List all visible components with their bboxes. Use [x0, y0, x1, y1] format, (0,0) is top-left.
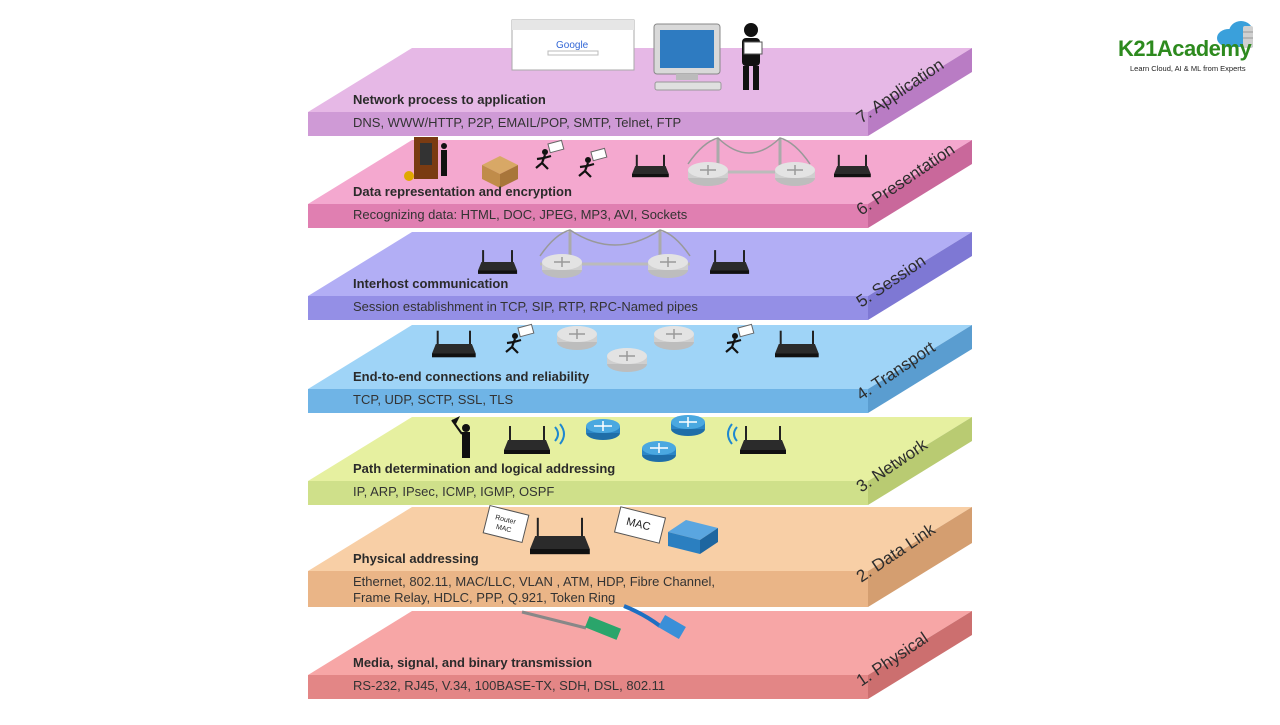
router-icon: [775, 330, 819, 358]
layer-protocols: DNS, WWW/HTTP, P2P, EMAIL/POP, SMTP, Tel…: [353, 115, 682, 130]
network-hub-icon: [607, 348, 647, 372]
network-hub-icon: [775, 162, 815, 186]
layer-front-face: [308, 675, 868, 699]
transport-illustrations: [432, 323, 819, 372]
logo-title: K21Academy: [1118, 36, 1252, 61]
browser-window-icon: Google: [511, 19, 635, 71]
running-courier-icon: [578, 147, 608, 178]
layer-protocols: Recognizing data: HTML, DOC, JPEG, MP3, …: [353, 207, 688, 222]
browser-brand-text: Google: [556, 40, 589, 51]
network-hub-icon: [654, 326, 694, 350]
cisco-router-icon: [586, 419, 620, 440]
cloud-logo-icon: [1217, 21, 1253, 48]
cisco-router-icon: [671, 415, 705, 436]
layer-heading: Physical addressing: [353, 551, 479, 566]
layer-heading: Data representation and encryption: [353, 184, 572, 199]
router-icon: [740, 426, 786, 454]
router-icon: [504, 426, 550, 454]
router-icon: [478, 250, 518, 274]
running-courier-icon: [535, 139, 565, 170]
layer-protocols: RS-232, RJ45, V.34, 100BASE-TX, SDH, DSL…: [353, 678, 666, 693]
layer-protocols: IP, ARP, IPsec, ICMP, IGMP, OSPF: [353, 484, 555, 499]
ethernet-cable-icon: [623, 604, 686, 640]
desktop-computer-icon: [653, 23, 722, 91]
physical-illustrations: [521, 604, 686, 640]
layer-slab-1: [308, 611, 972, 699]
layer-front-face: [308, 571, 868, 607]
layer-slab-2: [308, 507, 972, 607]
person-with-flag-icon: [451, 416, 470, 458]
layer-front-face: [308, 481, 868, 505]
application-illustrations: Google: [511, 19, 763, 91]
layer-front-face: [308, 389, 868, 413]
logo-subtitle: Learn Cloud, AI & ML from Experts: [1130, 64, 1246, 73]
svg-text:MAC: MAC: [625, 516, 652, 534]
k21academy-logo: K21Academy Learn Cloud, AI & ML from Exp…: [1118, 20, 1268, 80]
layer-top-face: [308, 417, 972, 481]
layer-top-face: [308, 48, 972, 112]
layer-front-face: [308, 296, 868, 320]
layer-heading: Network process to application: [353, 92, 546, 107]
layer-protocols: TCP, UDP, SCTP, SSL, TLS: [353, 392, 514, 407]
running-courier-icon: [725, 323, 755, 354]
network-hub-icon: [542, 254, 582, 278]
wifi-signal-icon: [554, 423, 565, 445]
svg-text:MAC: MAC: [495, 524, 512, 535]
layer-side-face: [868, 417, 972, 505]
router-icon: [834, 154, 871, 178]
layer-heading: Path determination and logical addressin…: [353, 461, 616, 476]
layer-top-face: [308, 507, 972, 571]
presentation-illustrations: [404, 137, 871, 188]
layer-side-face: [868, 48, 972, 136]
running-courier-icon: [505, 323, 535, 354]
layer-side-face: [868, 611, 972, 699]
vault-door-icon: [404, 137, 447, 181]
router-icon: [632, 154, 669, 178]
fiber-cable-icon: [521, 610, 622, 640]
layer-top-face: [308, 611, 972, 675]
wifi-signal-icon: [727, 423, 738, 445]
network-hub-icon: [557, 326, 597, 350]
mac-tag: MAC: [613, 506, 667, 544]
person-with-letter-icon: [742, 23, 763, 90]
cardboard-box-icon: [482, 156, 518, 188]
router-icon: [432, 330, 476, 358]
layer-heading: End-to-end connections and reliability: [353, 369, 590, 384]
layer-protocols: Session establishment in TCP, SIP, RTP, …: [353, 299, 698, 314]
network-illustrations: [451, 415, 786, 462]
layer-slab-7: [308, 48, 972, 136]
layer-heading: Media, signal, and binary transmission: [353, 655, 593, 670]
layer-protocols: Frame Relay, HDLC, PPP, Q.921, Token Rin…: [353, 590, 616, 605]
layer-side-face: [868, 325, 972, 413]
layer-protocols: Ethernet, 802.11, MAC/LLC, VLAN , ATM, H…: [353, 574, 716, 589]
network-switch-icon: [668, 520, 718, 554]
network-hub-icon: [648, 254, 688, 278]
router-icon: [530, 517, 590, 555]
layer-side-face: [868, 232, 972, 320]
layer-side-face: [868, 140, 972, 228]
session-illustrations: [478, 229, 750, 278]
layer-front-face: [308, 204, 868, 228]
layer-heading: Interhost communication: [353, 276, 509, 291]
layer-side-face: [868, 507, 972, 607]
layer-front-face: [308, 112, 868, 136]
layer-slab-3: [308, 417, 972, 505]
cisco-router-icon: [642, 441, 676, 462]
network-hub-icon: [688, 162, 728, 186]
router-icon: [710, 250, 750, 274]
